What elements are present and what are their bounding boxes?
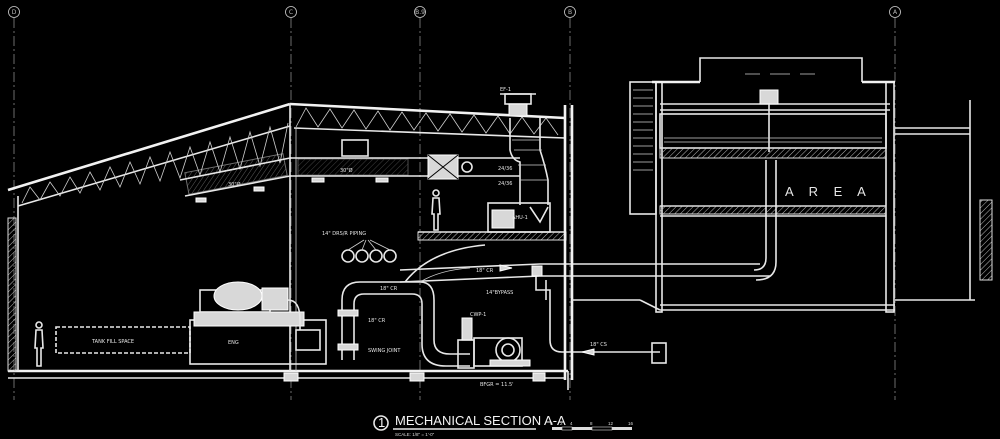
drawing-scale: SCALE: 1/8" = 1'-0": [395, 432, 435, 437]
grid-bubble-a: A: [889, 6, 901, 18]
grid-bubble-d: D: [8, 6, 20, 18]
chilled-water-pump: CWP-1 BFGR = 11.5': [457, 312, 531, 388]
svg-text:A: A: [893, 9, 898, 16]
chilled-water-piping: 18" CR 18" CR 14"BYPASS 18" CR SWING JOI…: [337, 244, 770, 367]
fuel-space-label: TANK FILL SPACE: [91, 339, 134, 345]
piping-label: 14" DRS/R PIPING: [322, 231, 366, 237]
grid-bubble-b9: B.9: [414, 6, 426, 18]
left-wall: [7, 196, 19, 372]
svg-text:B.9: B.9: [415, 9, 425, 16]
duct-label-a: 30"Ø: [228, 181, 241, 188]
swing-joint-label: SWING JOINT: [368, 348, 401, 354]
ductwork: 30"Ø 30"Ø 24/36 24/36: [179, 118, 549, 205]
right-building-section: A R E A: [563, 57, 993, 380]
pipe-label-14bypass: 14"BYPASS: [486, 290, 513, 296]
grid-bubble-b: B: [564, 6, 576, 18]
scale-tick-1: 2: [560, 421, 563, 426]
person-left: [34, 321, 44, 367]
svg-text:C: C: [289, 9, 293, 16]
roof-exhaust-fan: EF-1: [500, 87, 536, 117]
person-figures: [34, 189, 441, 367]
scale-tick-3: 8: [590, 421, 593, 426]
grid-bubble-c: C: [285, 6, 297, 18]
scale-tick-2: 4: [570, 421, 573, 426]
piping-bundle: 14" DRS/R PIPING: [322, 231, 397, 263]
drawing-title: MECHANICAL SECTION A-A: [395, 413, 566, 428]
duct-label-c: 24/36: [498, 166, 512, 172]
duct-label-d: 24/36: [498, 181, 512, 187]
pipe-label-18cr-b: 18" CR: [476, 268, 494, 274]
duct-label-b: 30"Ø: [340, 167, 353, 174]
pipe-label-18cs: 18" CS: [590, 342, 607, 348]
area-label: A R E A: [785, 184, 872, 199]
svg-text:B: B: [568, 9, 572, 16]
person-mezzanine: [431, 189, 441, 231]
slab: [8, 369, 569, 390]
svg-text:D: D: [12, 9, 17, 16]
title-number: 1: [378, 415, 385, 430]
pipe-label-18cr: 18" CR: [380, 286, 398, 292]
grid-bubbles: D C B.9 B A: [8, 6, 901, 18]
scale-bar: 0 2 4 8 12 16: [550, 421, 634, 431]
ef-tag: EF-1: [500, 87, 511, 93]
pump-tag: CWP-1: [470, 312, 486, 318]
title-block: 1 MECHANICAL SECTION A-A SCALE: 1/8" = 1…: [373, 413, 634, 437]
mezzanine: AHU-1: [417, 202, 567, 241]
pipe-label-14b: 18" CR: [368, 318, 386, 324]
scale-tick-4: 12: [608, 421, 614, 426]
generator-engine: ENG: [189, 281, 327, 365]
scale-tick-0: 0: [550, 421, 553, 426]
elevation-label: BFGR = 11.5': [480, 382, 514, 388]
fuel-space: TANK FILL SPACE: [55, 326, 191, 354]
ahu-tag: AHU-1: [512, 215, 528, 221]
engine-tag: ENG: [228, 340, 239, 346]
scale-tick-5: 16: [628, 421, 634, 426]
